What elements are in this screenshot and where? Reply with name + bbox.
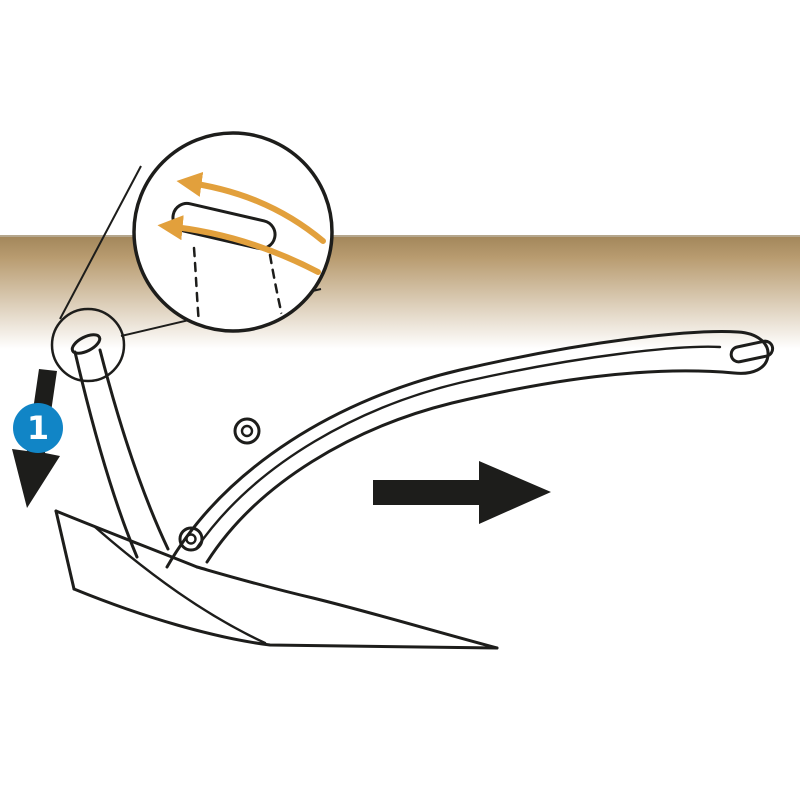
anchor-shank-inner-edge [194,345,722,551]
tip-dashed-edge-left [192,246,201,326]
pivot-bolt [233,417,261,445]
seabed-band [0,235,800,349]
anchor-tip-locator-circle [50,307,126,383]
seabed-gradient [0,237,800,349]
anchor-fluke-bottom-edge [72,587,499,650]
anchor-blade-left-edge [73,350,139,559]
anchor-shank [165,330,770,569]
magnified-tip-callout [132,131,334,333]
magnified-tip-shape [171,201,277,251]
flow-direction-arrow-lower [157,215,321,275]
seabed-surface-line [0,235,800,238]
anchor-fluke-blade-return [195,565,499,650]
flow-direction-arrow-upper [176,171,326,244]
anchor-illustration [54,330,775,650]
pivot-bolt-center [240,424,254,438]
anchor-fluke-crease [93,525,267,645]
pivot-bolt-center [185,533,197,545]
shackle-slot [729,339,775,364]
step-badge-label: 1 [27,409,49,447]
step-1-badge: 1 [13,403,63,453]
anchor-tip [70,333,102,355]
right-arrow [373,461,551,524]
step-badge-circle [13,403,63,453]
pivot-bolt [178,526,204,552]
anchor-fluke-top-edge [54,509,199,569]
anchor-blade-right-edge [98,348,170,551]
callout-line-left [59,165,142,320]
anchor-fluke-left-edge [54,509,76,591]
